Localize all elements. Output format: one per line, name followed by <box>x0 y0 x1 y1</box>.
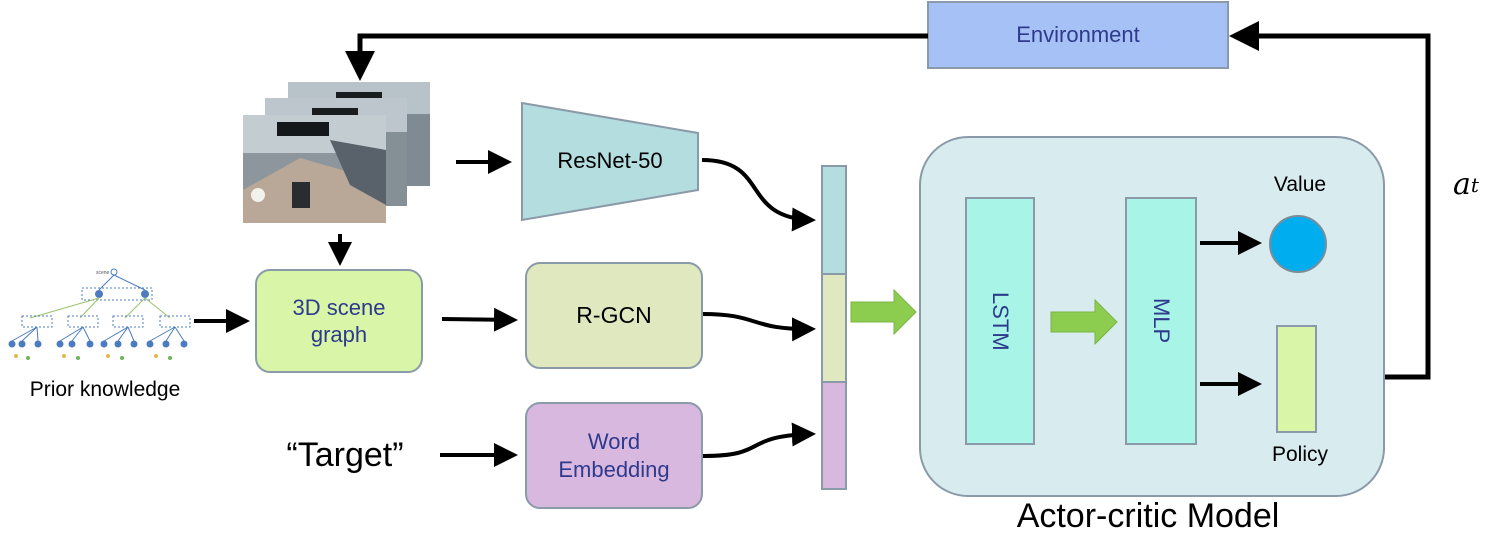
feature-vector <box>821 165 847 490</box>
feature-segment-visual <box>821 165 847 275</box>
mlp-box <box>1125 197 1197 445</box>
prior-knowledge-tree: scene 1 <box>8 268 191 360</box>
svg-text:scene 1: scene 1 <box>96 270 114 276</box>
resnet-to-vector-arrow <box>701 158 816 232</box>
policy-box <box>1276 325 1317 433</box>
lstm-to-mlp-arrow <box>1050 298 1118 346</box>
rgcn-label: R-GCN <box>576 302 652 329</box>
rgcn-to-vector-arrow <box>702 312 816 342</box>
word-to-vector-arrow <box>702 422 816 458</box>
resnet-shape <box>521 101 699 222</box>
feature-segment-graph <box>821 273 847 383</box>
target-label: “Target” <box>286 435 404 474</box>
lstm-label: LSTM <box>987 291 1013 351</box>
prior-knowledge-label: Prior knowledge <box>29 377 181 401</box>
actor-critic-label: Actor-critic Model <box>1016 496 1280 535</box>
policy-label: Policy <box>1271 442 1329 466</box>
scene-graph-box <box>255 269 423 373</box>
feature-segment-word <box>821 381 847 490</box>
vector-to-model-arrow <box>850 288 917 336</box>
scene-graph-label: 3D scene graph <box>292 294 386 348</box>
rgcn-box <box>525 262 703 369</box>
observation-image-stack <box>243 82 430 223</box>
action-symbol: a <box>1453 167 1471 203</box>
value-circle <box>1269 215 1327 273</box>
environment-label: Environment <box>1016 22 1140 48</box>
value-label: Value <box>1273 172 1327 196</box>
environment-box <box>927 1 1229 69</box>
word-embedding-box <box>525 402 703 509</box>
lstm-box <box>965 197 1035 445</box>
env-to-images-arrow <box>345 33 928 81</box>
action-subscript: t <box>1470 172 1479 197</box>
resnet-label: ResNet-50 <box>557 148 663 174</box>
word-embedding-label: Word Embedding <box>558 429 670 482</box>
mlp-label: MLP <box>1148 298 1174 344</box>
scene-graph-to-rgcn-arrow <box>441 307 518 332</box>
